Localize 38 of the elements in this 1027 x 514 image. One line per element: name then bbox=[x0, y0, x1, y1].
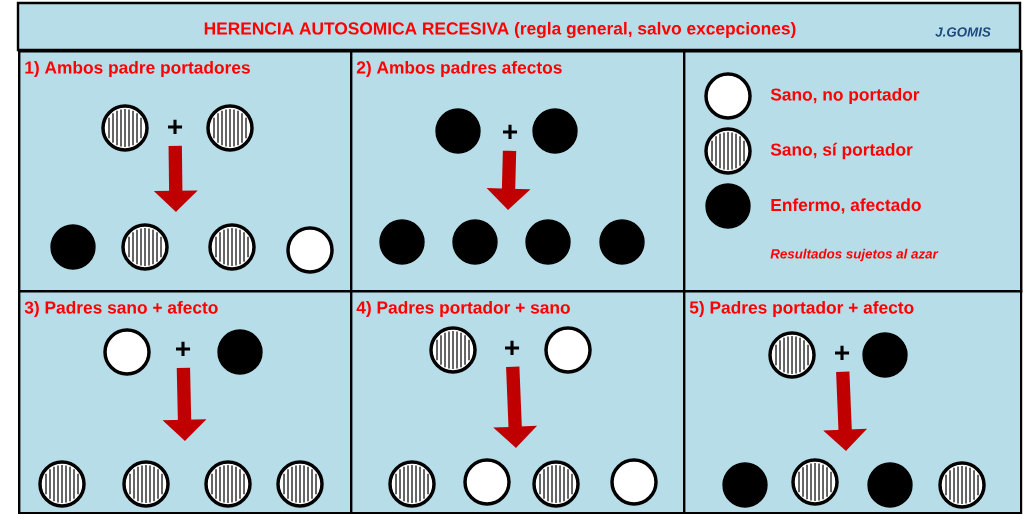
circle-symbol bbox=[379, 219, 425, 265]
legend-label: Enfermo, afectado bbox=[771, 198, 921, 214]
note: Resultados sujetos al azar bbox=[770, 248, 939, 262]
circle-symbol bbox=[722, 462, 768, 508]
circle-symbol bbox=[50, 224, 96, 270]
circle-symbol bbox=[862, 332, 908, 378]
plus-sign: + bbox=[168, 119, 183, 134]
circle-symbol bbox=[599, 219, 645, 265]
circle-symbol bbox=[388, 460, 436, 508]
circle-symbol bbox=[122, 460, 170, 508]
panel-heading: 4) Padres portador + sano bbox=[356, 300, 570, 318]
circle-symbol bbox=[791, 458, 839, 506]
plus-sign: + bbox=[176, 341, 191, 356]
legend-label: Sano, no portador bbox=[770, 87, 920, 105]
panel-heading: 2) Ambos padres afectos bbox=[356, 60, 562, 78]
circle-symbol bbox=[938, 461, 986, 509]
circle-symbol bbox=[532, 108, 578, 154]
panel-heading: 5) Padres portador + afecto bbox=[689, 300, 914, 318]
panel-heading: 1) Ambos padre portadores bbox=[25, 60, 250, 78]
circle-symbol bbox=[217, 329, 263, 375]
circle-symbol bbox=[38, 460, 86, 508]
circle-symbol bbox=[204, 460, 252, 508]
plus-sign: + bbox=[835, 345, 850, 360]
circle-symbol bbox=[610, 458, 658, 506]
legend-label: Sano, sí portador bbox=[770, 142, 913, 160]
panel bbox=[683, 50, 1023, 293]
circle-symbol bbox=[452, 219, 498, 265]
circle-symbol bbox=[525, 219, 571, 265]
plus-sign: + bbox=[503, 124, 518, 139]
circle-symbol bbox=[532, 460, 580, 508]
circle-symbol bbox=[435, 108, 481, 154]
title: HERENCIA AUTOSOMICA RECESIVA (regla general, salvo excepciones) bbox=[204, 21, 796, 39]
panel-heading: 3) Padres sano + afecto bbox=[24, 300, 218, 318]
circle-symbol bbox=[463, 458, 511, 506]
circle-symbol bbox=[276, 460, 324, 508]
plus-sign: + bbox=[505, 340, 520, 355]
author-label: J.GOMIS bbox=[935, 27, 991, 37]
circle-symbol bbox=[867, 462, 913, 508]
